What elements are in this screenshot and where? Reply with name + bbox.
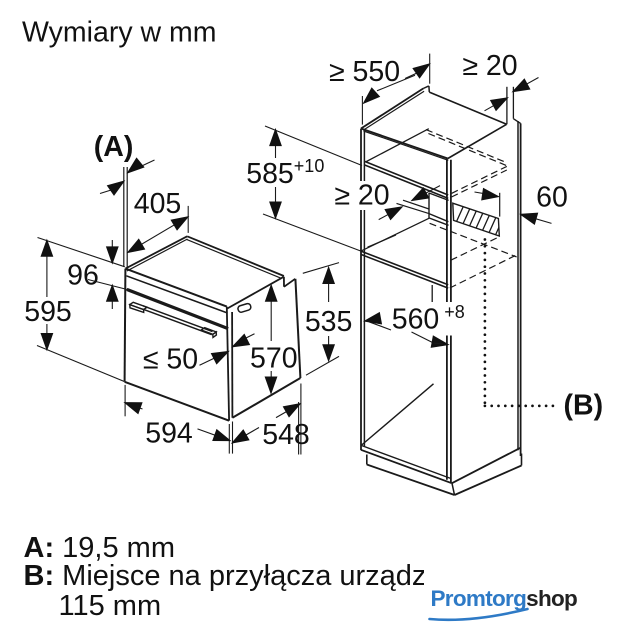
svg-text:≥ 20: ≥ 20 xyxy=(334,180,389,212)
svg-text:≥ 550: ≥ 550 xyxy=(329,56,400,88)
svg-text:60: 60 xyxy=(536,181,568,213)
svg-text:594: 594 xyxy=(145,418,193,450)
svg-text:+10: +10 xyxy=(294,156,325,176)
svg-text:548: 548 xyxy=(262,419,310,451)
svg-text:≤ 50: ≤ 50 xyxy=(143,344,198,376)
svg-text:96: 96 xyxy=(67,260,99,292)
svg-text:535: 535 xyxy=(305,306,353,338)
svg-text:Wymiary w mm: Wymiary w mm xyxy=(22,16,216,48)
svg-text:(A): (A) xyxy=(94,131,134,163)
svg-text:(B): (B) xyxy=(564,390,604,422)
svg-text:+8: +8 xyxy=(444,302,465,322)
svg-text:585: 585 xyxy=(246,158,294,190)
svg-text:560: 560 xyxy=(392,304,440,336)
svg-text:570: 570 xyxy=(250,343,298,375)
svg-text:405: 405 xyxy=(134,188,182,220)
svg-text:≥ 20: ≥ 20 xyxy=(462,50,517,82)
svg-text:595: 595 xyxy=(24,296,72,328)
